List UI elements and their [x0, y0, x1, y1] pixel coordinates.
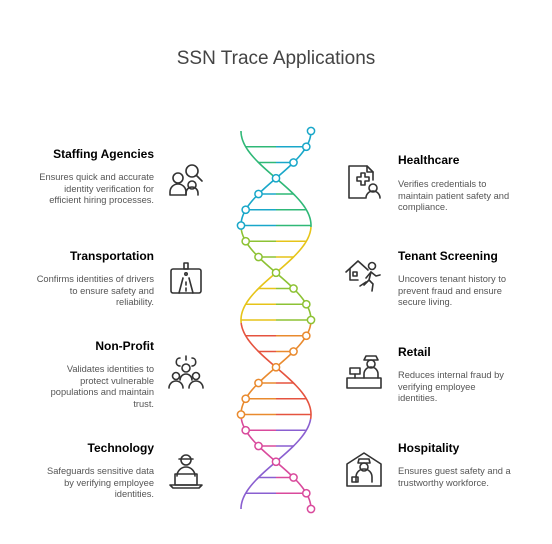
helix-node — [289, 473, 298, 482]
desc-technology: Safeguards sensitive data by verifying e… — [47, 466, 154, 500]
helix-node — [254, 252, 263, 262]
desc-staffing-agencies: Ensures quick and accurate identity veri… — [39, 172, 154, 206]
helix-node — [236, 410, 246, 419]
desc-non-profit: Validates identities to protect vulnerab… — [50, 364, 154, 409]
helix-node — [306, 126, 316, 136]
medical-document-icon — [342, 160, 386, 204]
road-sign-icon — [164, 258, 208, 302]
heading-transportation: Transportation — [69, 249, 154, 263]
page-title: SSN Trace Applications — [176, 48, 376, 69]
helix-node — [271, 173, 281, 183]
desc-transportation: Confirms identities of drivers to ensure… — [36, 274, 154, 308]
cashier-icon — [342, 350, 386, 394]
helix-node — [271, 457, 281, 467]
helix-node — [306, 315, 316, 325]
heading-non-profit: Non-Profit — [95, 339, 154, 353]
desc-retail: Reduces internal fraud by verifying empl… — [398, 370, 504, 404]
helix-node — [241, 425, 251, 435]
bellhop-icon — [342, 448, 386, 492]
heading-retail: Retail — [398, 345, 431, 359]
laptop-user-icon — [164, 450, 208, 494]
heading-technology: Technology — [87, 441, 154, 455]
helix-node — [236, 221, 246, 230]
helix-node — [301, 299, 311, 309]
helix-node — [289, 284, 298, 293]
helix-node — [301, 142, 311, 152]
helix-node — [241, 205, 251, 215]
house-person-icon — [342, 254, 386, 298]
helix-node — [301, 488, 311, 498]
community-group-icon — [164, 350, 208, 394]
helix-node — [254, 441, 263, 451]
heading-healthcare: Healthcare — [398, 153, 460, 167]
helix-node — [289, 158, 298, 167]
helix-node — [254, 189, 263, 199]
helix-node — [306, 504, 316, 514]
desc-tenant-screening: Uncovers tenant history to prevent fraud… — [398, 274, 506, 308]
helix-node — [289, 347, 298, 356]
helix-node — [271, 362, 281, 372]
desc-hospitality: Ensures guest safety and a trustworthy w… — [398, 466, 511, 488]
people-search-icon — [164, 158, 208, 202]
helix-node — [241, 236, 251, 246]
desc-healthcare: Verifies credentials to maintain patient… — [398, 179, 510, 213]
heading-staffing-agencies: Staffing Agencies — [53, 147, 154, 161]
heading-hospitality: Hospitality — [398, 441, 460, 455]
helix-node — [254, 378, 263, 388]
helix-node — [241, 394, 251, 404]
helix-node — [271, 268, 281, 278]
helix-strand — [240, 322, 312, 420]
heading-tenant-screening: Tenant Screening — [398, 249, 498, 263]
helix-node — [301, 331, 311, 341]
